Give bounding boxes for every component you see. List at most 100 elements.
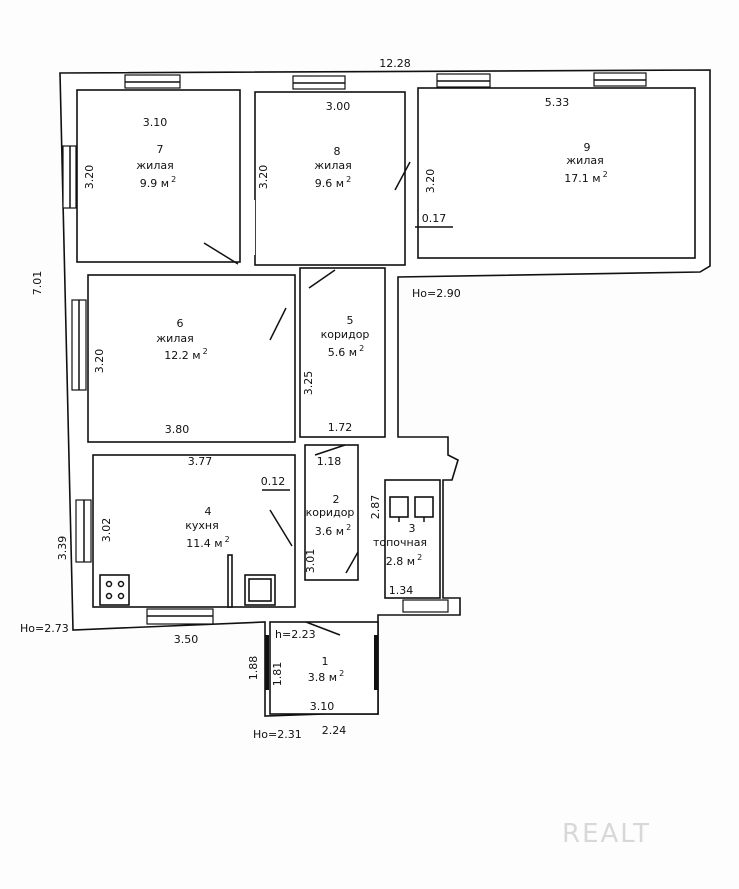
- svg-text:Но=2.90: Но=2.90: [412, 287, 461, 300]
- room-area: 17.1 м: [564, 172, 600, 185]
- svg-text:1.81: 1.81: [271, 662, 284, 687]
- svg-text:17.1 м2: 17.1 м2: [564, 170, 607, 185]
- area-unit-sup: 2: [203, 347, 208, 356]
- svg-text:3.80: 3.80: [165, 423, 190, 436]
- room-7: [76, 89, 241, 263]
- svg-text:1.88: 1.88: [247, 656, 260, 681]
- door-swing: [308, 269, 336, 289]
- door-swing: [203, 242, 239, 265]
- svg-text:Но=2.73: Но=2.73: [20, 622, 69, 635]
- door-swing: [314, 444, 346, 456]
- watermark-logo: REALT: [562, 819, 651, 849]
- svg-text:9.6 м2: 9.6 м2: [315, 175, 351, 190]
- door-swing: [305, 621, 341, 636]
- svg-text:3.6 м2: 3.6 м2: [315, 523, 351, 538]
- room-area: 12.2 м: [164, 349, 200, 362]
- door-swing: [269, 307, 287, 341]
- svg-text:3.50: 3.50: [174, 633, 199, 646]
- svg-text:жилая: жилая: [314, 159, 351, 172]
- svg-text:0.12: 0.12: [261, 475, 286, 488]
- room-5: [299, 267, 386, 438]
- svg-text:топочная: топочная: [373, 536, 427, 549]
- svg-text:1: 1: [322, 655, 329, 668]
- area-unit-sup: 2: [603, 170, 608, 179]
- svg-text:4: 4: [205, 505, 212, 518]
- svg-text:3.10: 3.10: [143, 116, 168, 129]
- svg-text:2: 2: [333, 493, 340, 506]
- area-unit-sup: 2: [171, 175, 176, 184]
- svg-text:6: 6: [177, 317, 184, 330]
- area-unit-sup: 2: [346, 175, 351, 184]
- room-9: [417, 87, 696, 259]
- svg-text:3.01: 3.01: [304, 549, 317, 574]
- room-area: 2.8 м: [386, 555, 415, 568]
- door-swing: [269, 509, 293, 547]
- door-swing: [394, 161, 411, 191]
- room-area: 9.6 м: [315, 177, 344, 190]
- svg-text:h=2.23: h=2.23: [275, 628, 316, 641]
- svg-text:2.8 м2: 2.8 м2: [386, 553, 422, 568]
- svg-text:5.6 м2: 5.6 м2: [328, 344, 364, 359]
- room-area: 11.4 м: [186, 537, 222, 550]
- svg-text:3: 3: [409, 522, 416, 535]
- svg-text:12.28: 12.28: [379, 57, 411, 70]
- svg-text:коридор: коридор: [306, 506, 355, 519]
- room-2: [304, 444, 359, 581]
- svg-text:3.20: 3.20: [93, 349, 106, 374]
- svg-text:9.9 м2: 9.9 м2: [140, 175, 176, 190]
- room-area: 5.6 м: [328, 346, 357, 359]
- svg-text:жилая: жилая: [136, 159, 173, 172]
- svg-text:1.18: 1.18: [317, 455, 342, 468]
- room-area: 3.6 м: [315, 525, 344, 538]
- room-6: [87, 274, 296, 443]
- svg-text:3.10: 3.10: [310, 700, 335, 713]
- svg-text:1.72: 1.72: [328, 421, 353, 434]
- svg-text:5.33: 5.33: [545, 96, 570, 109]
- door-opening: [241, 200, 255, 255]
- room-8: [254, 91, 406, 266]
- svg-text:9: 9: [584, 141, 591, 154]
- svg-text:3.39: 3.39: [56, 536, 69, 561]
- svg-text:жилая: жилая: [566, 154, 603, 167]
- area-unit-sup: 2: [346, 523, 351, 532]
- room-area: 3.8 м: [308, 671, 337, 684]
- boiler-icon: [389, 496, 434, 522]
- svg-text:7.01: 7.01: [31, 271, 44, 296]
- svg-text:кухня: кухня: [185, 519, 218, 532]
- svg-text:3.20: 3.20: [257, 165, 270, 190]
- svg-text:Но=2.31: Но=2.31: [253, 728, 302, 741]
- svg-text:3.77: 3.77: [188, 455, 213, 468]
- stove-icon: [99, 574, 130, 606]
- svg-text:3.20: 3.20: [424, 169, 437, 194]
- door-swing: [345, 551, 359, 574]
- svg-text:1.34: 1.34: [389, 584, 414, 597]
- svg-text:11.4 м2: 11.4 м2: [186, 535, 229, 550]
- svg-text:0.17: 0.17: [422, 212, 447, 225]
- windows: [62, 72, 647, 625]
- svg-text:3.20: 3.20: [83, 165, 96, 190]
- svg-text:7: 7: [157, 143, 164, 156]
- dimension-labels: 12.28 7.01 3.10 3.20 3.00 3.20 5.33 3.20…: [20, 57, 569, 741]
- svg-text:3.8 м2: 3.8 м2: [308, 669, 344, 684]
- svg-text:3.25: 3.25: [302, 371, 315, 396]
- room-area: 9.9 м: [140, 177, 169, 190]
- svg-text:коридор: коридор: [321, 328, 370, 341]
- porch-glazing: [374, 635, 378, 690]
- area-unit-sup: 2: [225, 535, 230, 544]
- room-1: [269, 621, 379, 715]
- area-unit-sup: 2: [417, 553, 422, 562]
- svg-text:5: 5: [347, 314, 354, 327]
- porch-glazing: [265, 635, 269, 690]
- svg-text:3.00: 3.00: [326, 100, 351, 113]
- svg-text:8: 8: [334, 145, 341, 158]
- area-unit-sup: 2: [359, 344, 364, 353]
